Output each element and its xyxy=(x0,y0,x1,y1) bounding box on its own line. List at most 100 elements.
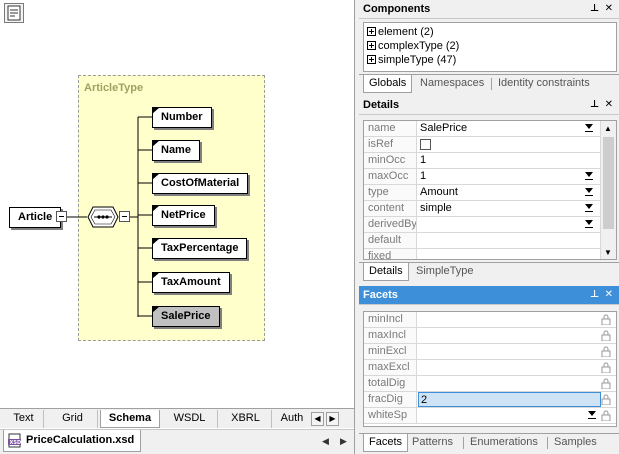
lock-icon[interactable] xyxy=(601,394,611,405)
close-icon[interactable]: ✕ xyxy=(604,99,613,110)
facet-row-minexcl[interactable]: minExcl xyxy=(364,344,616,360)
tab-patterns[interactable]: Patterns xyxy=(412,436,453,448)
pin-icon[interactable]: ⊥ xyxy=(589,3,599,14)
lock-icon[interactable] xyxy=(601,410,611,421)
dropdown-arrow-icon[interactable] xyxy=(585,172,593,177)
mandatory-marker-icon xyxy=(152,173,160,180)
complex-type-label: ArticleType xyxy=(84,82,144,94)
property-row-minocc[interactable]: minOcc 1 xyxy=(364,153,616,169)
dropdown-arrow-icon[interactable] xyxy=(588,411,596,416)
mandatory-marker-icon xyxy=(152,205,160,212)
property-row-isref[interactable]: isRef xyxy=(364,137,616,153)
document-tab-bar: XSD PriceCalculation.xsd ◀ ▶ xyxy=(0,429,354,454)
close-icon[interactable]: ✕ xyxy=(604,289,613,300)
fracdig-value-input[interactable]: 2 xyxy=(418,392,601,407)
close-icon[interactable]: ✕ xyxy=(604,3,613,14)
lock-icon[interactable] xyxy=(601,314,611,325)
tab-facets[interactable]: Facets xyxy=(363,434,409,452)
next-document-arrow-icon[interactable]: ▶ xyxy=(340,436,347,446)
details-panel: Details ⊥ ✕ name SalePrice isRef minOcc … xyxy=(359,96,619,284)
facet-row-minincl[interactable]: minIncl xyxy=(364,312,616,328)
tab-simpletype[interactable]: SimpleType xyxy=(416,265,474,277)
isref-checkbox[interactable] xyxy=(420,139,431,150)
scroll-thumb[interactable] xyxy=(603,137,614,229)
arrow-right-icon: ▶ xyxy=(329,414,336,423)
property-row-derivedby[interactable]: derivedBy xyxy=(364,217,616,233)
tab-scroll-right-button[interactable]: ▶ xyxy=(326,412,339,426)
tab-scroll-left-button[interactable]: ◀ xyxy=(311,412,324,426)
tab-separator xyxy=(463,437,464,449)
tab-enumerations[interactable]: Enumerations xyxy=(470,436,538,448)
mandatory-marker-icon xyxy=(152,238,160,245)
mandatory-marker-icon xyxy=(152,140,160,147)
tab-schema[interactable]: Schema xyxy=(100,410,160,428)
pin-icon[interactable]: ⊥ xyxy=(589,289,599,300)
tab-authentic[interactable]: Auth xyxy=(280,412,304,424)
property-row-maxocc[interactable]: maxOcc 1 xyxy=(364,169,616,185)
scroll-down-arrow-icon[interactable]: ▼ xyxy=(604,248,612,257)
property-row-name[interactable]: name SalePrice xyxy=(364,121,616,137)
prev-document-arrow-icon[interactable]: ◀ xyxy=(322,436,329,446)
property-row-type[interactable]: type Amount xyxy=(364,185,616,201)
tab-samples[interactable]: Samples xyxy=(554,436,597,448)
schema-canvas: ArticleType Article xyxy=(4,3,265,341)
facet-row-maxexcl[interactable]: maxExcl xyxy=(364,360,616,376)
tab-grid[interactable]: Grid xyxy=(48,410,98,428)
dropdown-arrow-icon[interactable] xyxy=(585,188,593,193)
property-row-fixed[interactable]: fixed xyxy=(364,249,616,259)
facet-row-fracdig[interactable]: fracDig 2 xyxy=(364,392,616,408)
element-saleprice[interactable]: SalePrice xyxy=(152,306,220,327)
facet-row-whitesp[interactable]: whiteSp xyxy=(364,408,616,424)
dropdown-arrow-icon[interactable] xyxy=(585,124,593,129)
dropdown-arrow-icon[interactable] xyxy=(585,204,593,209)
element-netprice[interactable]: NetPrice xyxy=(152,205,215,226)
mandatory-marker-icon xyxy=(152,306,160,313)
details-scrollbar[interactable]: ▲ ▼ xyxy=(600,121,616,259)
element-taxpercentage[interactable]: TaxPercentage xyxy=(152,238,248,259)
details-title: Details xyxy=(363,99,400,111)
tree-item-element[interactable]: element (2) xyxy=(367,26,434,39)
expand-icon[interactable] xyxy=(367,55,376,64)
tab-identity-constraints[interactable]: Identity constraints xyxy=(498,77,590,89)
display-diagram-button[interactable] xyxy=(4,3,24,23)
lock-icon[interactable] xyxy=(601,330,611,341)
scroll-up-arrow-icon[interactable]: ▲ xyxy=(604,124,612,133)
expand-icon[interactable] xyxy=(367,41,376,50)
tab-globals[interactable]: Globals xyxy=(363,75,413,93)
element-name[interactable]: Name xyxy=(152,140,200,161)
facets-panel-header: Facets ⊥ ✕ xyxy=(359,286,619,305)
sequence-compositor[interactable] xyxy=(87,206,119,228)
tab-text[interactable]: Text xyxy=(4,410,44,428)
details-panel-header: Details ⊥ ✕ xyxy=(359,96,619,115)
facet-row-maxincl[interactable]: maxIncl xyxy=(364,328,616,344)
lock-icon[interactable] xyxy=(601,346,611,357)
expand-icon[interactable] xyxy=(367,27,376,36)
tab-separator xyxy=(547,437,548,449)
dropdown-arrow-icon[interactable] xyxy=(585,220,593,225)
tab-wsdl[interactable]: WSDL xyxy=(162,410,218,428)
tree-item-simpletype[interactable]: simpleType (47) xyxy=(367,54,456,67)
property-row-content[interactable]: content simple xyxy=(364,201,616,217)
sequence-icon xyxy=(87,206,119,228)
root-element-article[interactable]: Article xyxy=(9,207,62,228)
collapse-sequence-toggle[interactable] xyxy=(119,211,130,222)
details-tab-bar: Details SimpleType xyxy=(359,262,619,281)
facet-row-totaldig[interactable]: totalDig xyxy=(364,376,616,392)
tree-item-complextype[interactable]: complexType (2) xyxy=(367,40,459,53)
xsd-file-icon: XSD xyxy=(8,433,21,448)
lock-icon[interactable] xyxy=(601,362,611,373)
lock-icon[interactable] xyxy=(601,378,611,389)
property-row-default[interactable]: default xyxy=(364,233,616,249)
facets-panel: Facets ⊥ ✕ minIncl maxIncl minExcl maxEx… xyxy=(359,286,619,454)
connector-lines xyxy=(66,116,152,317)
collapse-article-toggle[interactable] xyxy=(56,211,67,222)
tab-xbrl[interactable]: XBRL xyxy=(220,410,272,428)
arrow-left-icon: ◀ xyxy=(314,414,321,423)
element-number[interactable]: Number xyxy=(152,107,212,128)
element-taxamount[interactable]: TaxAmount xyxy=(152,272,230,293)
element-costofmaterial[interactable]: CostOfMaterial xyxy=(152,173,249,194)
document-tab-pricecalculation[interactable]: XSD PriceCalculation.xsd xyxy=(3,430,142,452)
tab-details[interactable]: Details xyxy=(363,263,409,281)
tab-namespaces[interactable]: Namespaces xyxy=(420,77,485,89)
pin-icon[interactable]: ⊥ xyxy=(589,99,599,110)
